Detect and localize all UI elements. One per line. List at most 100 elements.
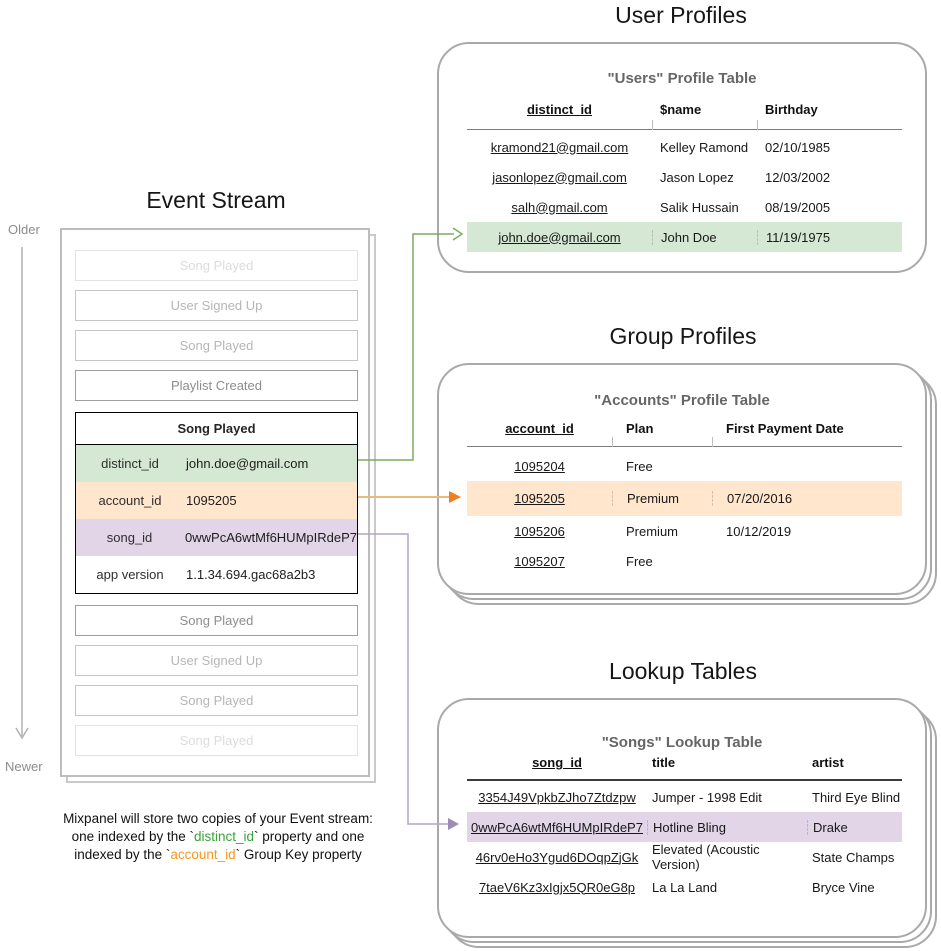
caption-property-ref: account_id: [170, 847, 236, 862]
caption-line: Mixpanel will store two copies of your E…: [46, 810, 390, 828]
event-box-user-signed-up: User Signed Up: [75, 645, 358, 676]
property-key: account_id: [98, 493, 162, 508]
property-key: app version: [96, 567, 164, 582]
users-column-header: distinct_id: [526, 102, 592, 117]
caption-segment: indexed by the `: [74, 847, 171, 862]
caption-text: Mixpanel will store two copies of your E…: [46, 810, 390, 864]
table-cell: 7taeV6Kz3xIgjx5QR0eG8p: [478, 879, 636, 895]
accounts-table-header: account_id Plan First Payment Date: [467, 421, 902, 436]
songs-column-header: song_id: [532, 755, 582, 770]
users-table-divider: [467, 120, 902, 130]
timeline-older-label: Older: [8, 222, 40, 237]
expanded-event-title: Song Played: [76, 413, 357, 445]
property-key: distinct_id: [101, 456, 159, 471]
property-value: 1.1.34.694.gac68a2b3: [186, 567, 316, 582]
property-value: 1095205: [186, 493, 237, 508]
event-box-song-played: Song Played: [75, 330, 358, 361]
event-box-song-played: Song Played: [75, 685, 358, 716]
timeline-arrow: [15, 247, 29, 740]
event-box-song-played: Song Played: [75, 250, 358, 281]
table-cell: Bryce Vine: [812, 879, 875, 895]
table-cell: Salik Hussain: [660, 199, 739, 215]
table-row: 46rv0eHo3Ygud6DOqpZjGk Elevated (Acoustic…: [467, 842, 902, 872]
accounts-table-divider: [467, 437, 902, 447]
accounts-table-title: "Accounts" Profile Table: [594, 392, 770, 409]
table-cell: John Doe: [652, 229, 757, 245]
table-cell: 1095205: [514, 491, 565, 506]
table-cell: State Champs: [812, 849, 895, 865]
table-cell: La La Land: [652, 879, 718, 895]
songs-table-divider: [467, 779, 902, 781]
event-property-app-version: app version 1.1.34.694.gac68a2b3: [76, 556, 357, 593]
accounts-column-header: Plan: [626, 421, 654, 436]
songs-table-header: song_id title artist: [467, 755, 902, 770]
table-cell: Jason Lopez: [660, 169, 734, 185]
users-profile-card: "Users" Profile Table distinct_id $name Bi…: [437, 42, 927, 273]
table-cell: Hotline Bling: [647, 819, 807, 835]
table-cell: 08/19/2005: [765, 199, 831, 215]
table-cell: 07/20/2016: [712, 491, 902, 506]
users-table-title: "Users" Profile Table: [607, 70, 757, 87]
users-column-header: Birthday: [765, 102, 818, 117]
event-box-playlist-created: Playlist Created: [75, 370, 358, 401]
event-property-account_id: account_id 1095205: [76, 482, 357, 519]
timeline-newer-label: Newer: [5, 759, 43, 774]
table-cell: kramond21@gmail.com: [490, 139, 629, 155]
table-cell: Third Eye Blind: [812, 789, 901, 805]
table-cell: 0wwPcA6wtMf6HUMpIRdeP7: [471, 819, 643, 835]
table-cell: 3354J49VpkbZJho7Ztdzpw: [478, 789, 636, 805]
table-cell: Premium: [626, 523, 679, 539]
caption-segment: one indexed by the `: [71, 829, 194, 844]
accounts-column-header: First Payment Date: [726, 421, 844, 436]
table-cell: jasonlopez@gmail.com: [492, 169, 627, 185]
table-cell: Premium: [612, 491, 712, 506]
table-row: salh@gmail.com Salik Hussain 08/19/2005: [467, 192, 902, 222]
songs-column-header: artist: [812, 755, 844, 770]
table-cell: salh@gmail.com: [511, 199, 608, 215]
property-value: 0wwPcA6wtMf6HUMpIRdeP7: [185, 530, 357, 545]
caption-segment: Mixpanel will store two copies of your E…: [63, 811, 373, 826]
event-stream-heading: Event Stream: [146, 187, 286, 213]
table-cell: 12/03/2002: [765, 169, 831, 185]
users-column-header: $name: [660, 102, 702, 117]
table-cell: Kelley Ramond: [660, 139, 749, 155]
table-cell: Free: [626, 458, 653, 474]
table-cell: Elevated (Acoustic Version): [652, 842, 760, 872]
table-row: 7taeV6Kz3xIgjx5QR0eG8p La La Land Bryce Vi…: [467, 872, 902, 902]
songs-column-header: title: [652, 755, 676, 770]
user-profiles-heading: User Profiles: [615, 2, 747, 28]
table-cell: Free: [626, 553, 653, 569]
caption-segment: ` property and one: [254, 829, 365, 844]
table-cell: 11/19/1975: [757, 229, 902, 245]
caption-line: indexed by the `account_id` Group Key pr…: [46, 846, 390, 864]
group-profiles-heading: Group Profiles: [609, 323, 757, 349]
table-row: 3354J49VpkbZJho7Ztdzpw Jumper - 1998 Edit…: [467, 782, 902, 812]
users-table-header: distinct_id $name Birthday: [467, 102, 902, 117]
lookup-tables-heading: Lookup Tables: [609, 658, 757, 684]
accounts-column-header: account_id: [505, 421, 574, 436]
event-box-song-played: Song Played: [75, 725, 358, 756]
caption-line: one indexed by the `distinct_id` propert…: [46, 828, 390, 846]
table-cell: Drake: [807, 819, 902, 835]
table-cell: john.doe@gmail.com: [498, 229, 621, 245]
event-box-user-signed-up: User Signed Up: [75, 290, 358, 321]
table-cell: 46rv0eHo3Ygud6DOqpZjGk: [475, 849, 639, 865]
table-cell: Jumper - 1998 Edit: [652, 789, 762, 805]
table-cell: 1095206: [514, 523, 565, 539]
